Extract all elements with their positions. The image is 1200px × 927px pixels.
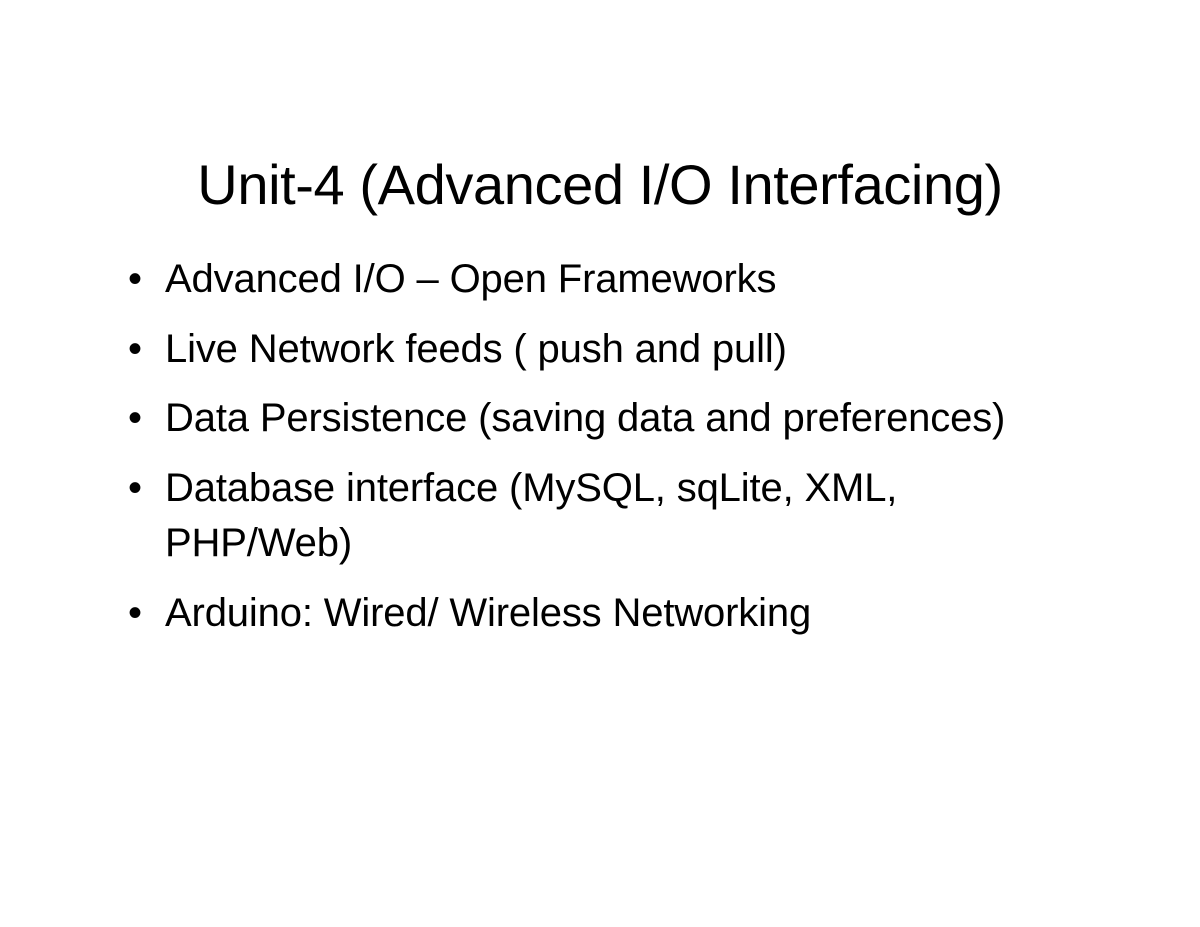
list-item-label: Advanced I/O – Open Frameworks	[165, 257, 777, 301]
list-item-label: Data Persistence (saving data and prefer…	[165, 396, 1006, 441]
bullet-point-icon: •	[128, 465, 142, 510]
list-item-label: Database interface (MySQL, sqLite, XML, …	[165, 465, 898, 566]
list-item: • Data Persistence (saving data and pref…	[128, 391, 1128, 447]
bullet-point-icon: •	[128, 396, 142, 441]
list-item: • Database interface (MySQL, sqLite, XML…	[128, 461, 1128, 572]
bullet-point-icon: •	[128, 326, 142, 371]
list-item: • Arduino: Wired/ Wireless Networking	[128, 586, 1128, 642]
bullet-list: • Advanced I/O – Open Frameworks • Live …	[128, 252, 1128, 642]
bullet-point-icon: •	[128, 257, 142, 301]
list-item: • Live Network feeds ( push and pull)	[128, 322, 1128, 378]
bullet-point-icon: •	[128, 590, 142, 635]
list-item-label: Live Network feeds ( push and pull)	[165, 326, 787, 371]
list-item-label: Arduino: Wired/ Wireless Networking	[165, 590, 812, 635]
page-title: Unit-4 (Advanced I/O Interfacing)	[197, 152, 1003, 216]
list-item: • Advanced I/O – Open Frameworks	[128, 252, 1128, 308]
